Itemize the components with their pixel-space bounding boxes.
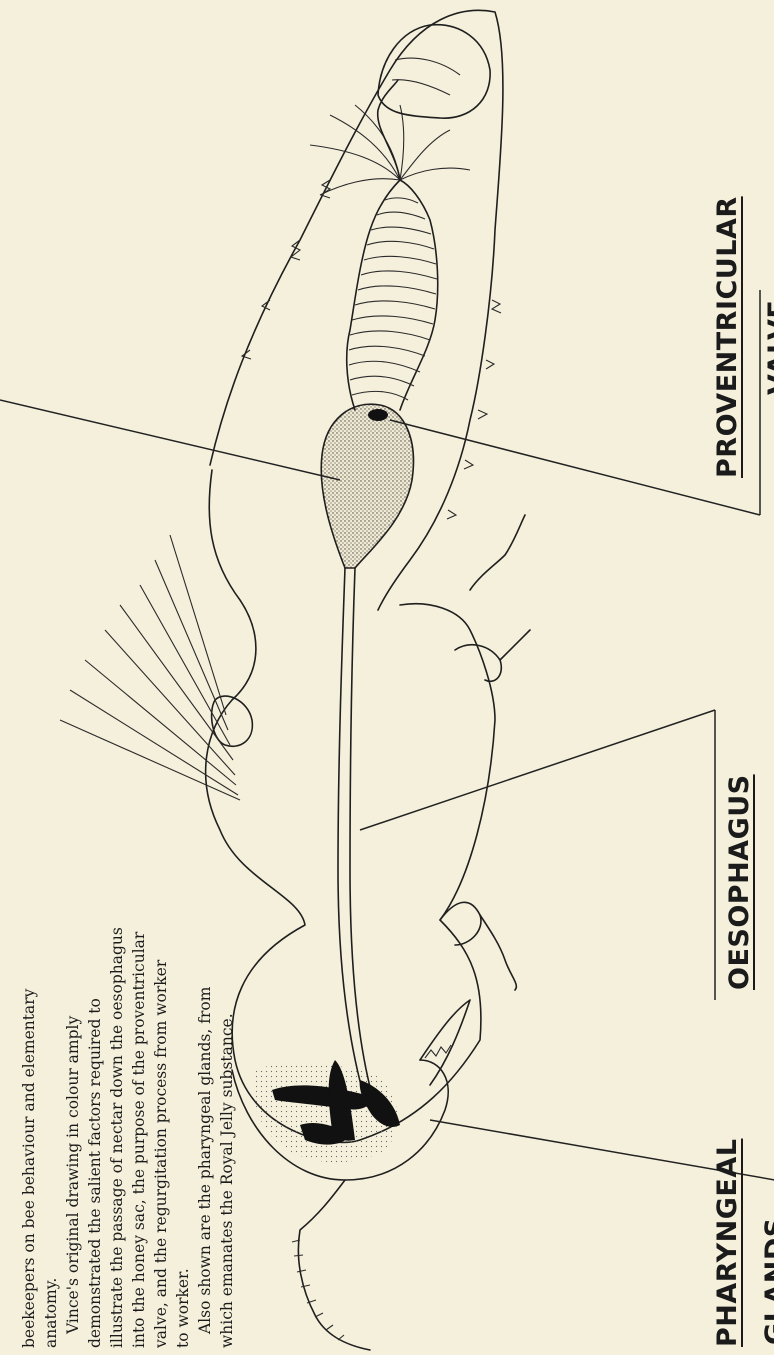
proventricular-valve bbox=[368, 409, 388, 421]
caption-line: beekeepers on bee behaviour and elementa… bbox=[18, 343, 40, 1348]
label-oesophagus: OESOPHAGUS bbox=[724, 774, 755, 990]
antenna bbox=[298, 1180, 370, 1350]
caption-line: valve, and the regurgitation process fro… bbox=[150, 343, 172, 1348]
caption-line: anatomy. bbox=[40, 343, 62, 1348]
oesophagus bbox=[338, 568, 365, 1100]
caption-line: Also shown are the pharyngeal glands, fr… bbox=[194, 343, 216, 1348]
caption-paragraph: beekeepers on bee behaviour and elementa… bbox=[18, 343, 238, 1348]
midgut bbox=[347, 180, 438, 410]
legs bbox=[440, 515, 530, 990]
caption-line: illustrate the passage of nectar down th… bbox=[106, 343, 128, 1348]
caption-line: into the honey sac, the purpose of the p… bbox=[128, 343, 150, 1348]
caption-line: demonstrated the salient factors require… bbox=[84, 343, 106, 1348]
label-pharyngeal: PHARYNGEAL bbox=[712, 1139, 743, 1347]
honey-sac bbox=[321, 404, 413, 568]
caption-line: which emanates the Royal Jelly substance… bbox=[216, 343, 238, 1348]
label-glands: GLANDS bbox=[760, 1217, 774, 1345]
label-valve: VALVE bbox=[763, 300, 774, 395]
proboscis bbox=[420, 1000, 470, 1085]
rectal-sac bbox=[378, 25, 490, 118]
label-proventricular: PROVENTRICULAR bbox=[712, 196, 743, 478]
caption-line: to worker. bbox=[172, 343, 194, 1348]
caption-line: Vince's original drawing in colour amply bbox=[62, 343, 84, 1348]
